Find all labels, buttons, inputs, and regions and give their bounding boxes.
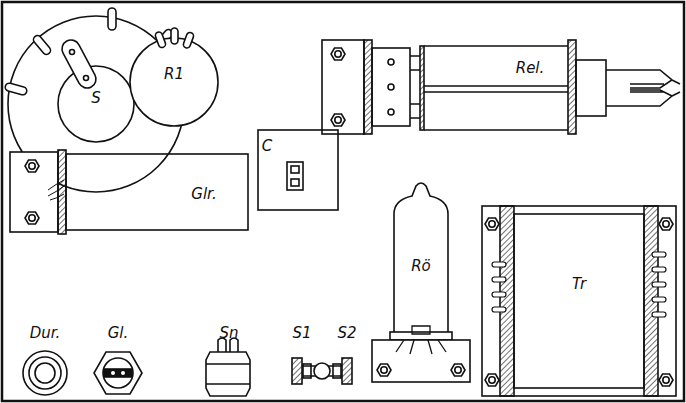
relay: [322, 40, 680, 134]
part-label: C: [261, 139, 273, 154]
part-label: Glr.: [190, 187, 217, 202]
rectifier: [10, 150, 248, 234]
part-label: Sn: [218, 326, 239, 341]
part-label: Rel.: [515, 61, 546, 76]
capacitor: [258, 130, 338, 210]
toggle-switches: [292, 358, 352, 384]
fuse-holder: [206, 338, 250, 396]
potentiometer: [130, 28, 218, 126]
part-label: Rö: [410, 259, 432, 274]
part-label: S: [90, 91, 102, 106]
pilot-lamp: [94, 352, 142, 394]
part-label: S1: [291, 326, 312, 341]
vacuum-tube: [372, 183, 470, 382]
grommet: [23, 351, 67, 395]
part-label: R1: [163, 67, 185, 82]
part-label: Tr: [571, 277, 587, 292]
part-label: S2: [336, 326, 357, 341]
part-label: Dur.: [29, 326, 62, 341]
part-label: Gl.: [107, 326, 130, 341]
transformer: [482, 206, 676, 396]
